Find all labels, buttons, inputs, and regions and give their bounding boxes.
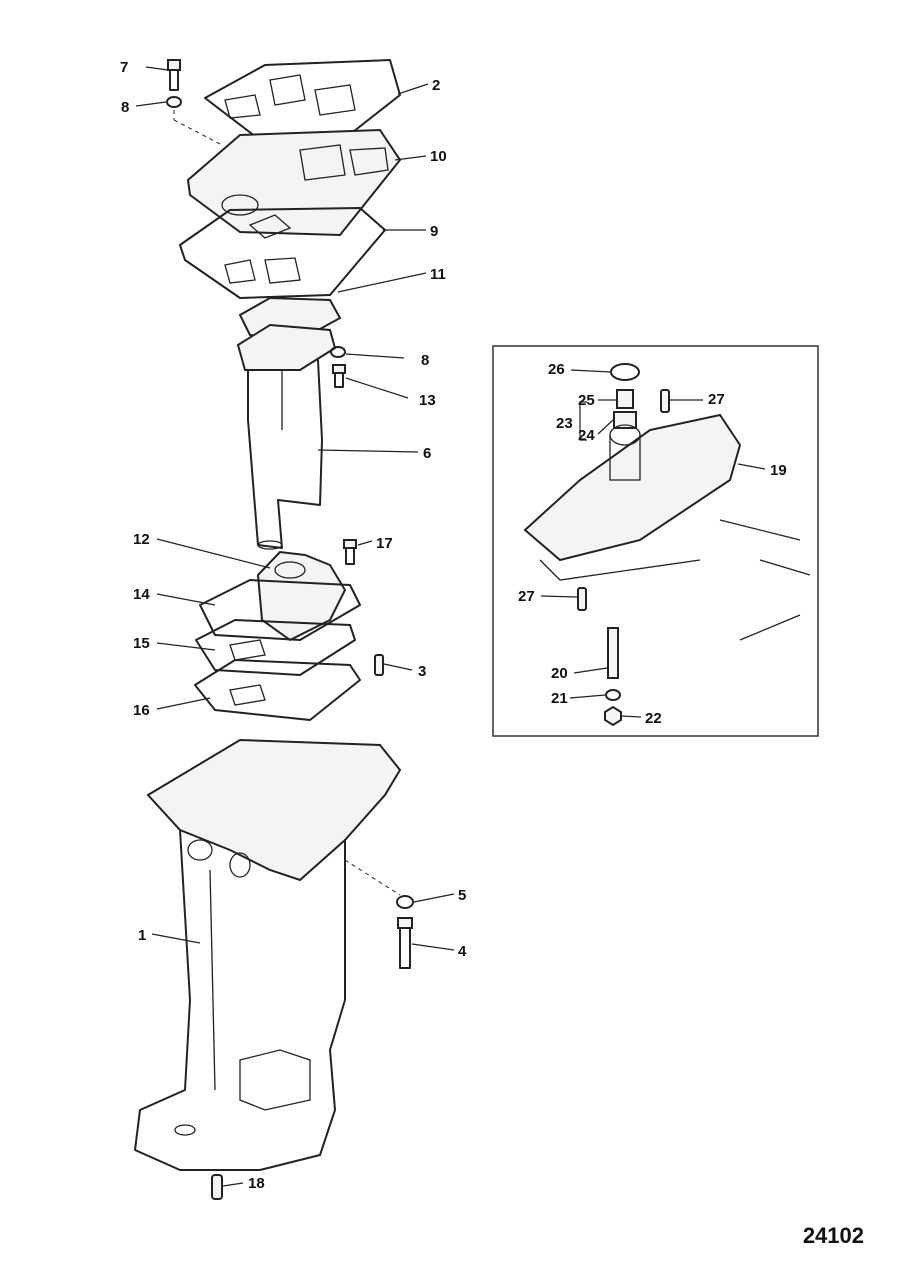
callout-12: 12 [133,531,150,548]
part-25-bushing [616,389,634,409]
inset-box [492,345,819,737]
callout-10: 10 [430,148,447,165]
part-14-plate [199,579,361,641]
part-26-ring [610,363,640,381]
callout-5: 5 [458,887,466,904]
callout-9: 9 [430,223,438,240]
callout-25: 25 [578,392,595,409]
callout-20: 20 [551,665,568,682]
part-4-bolt [397,917,413,969]
callout-22: 22 [645,710,662,727]
callout-16: 16 [133,702,150,719]
part-13-screw [332,364,346,388]
part-6-exhaust-tube [236,323,337,550]
callout-8: 8 [421,352,429,369]
diagram-id: 24102 [802,1223,864,1248]
callout-13: 13 [419,392,436,409]
part-22-nut [604,705,622,727]
leader-lines [135,66,766,1187]
callout-27: 27 [518,588,535,605]
part-7-bolt [167,59,181,91]
callout-15: 15 [133,635,150,652]
part-16-gasket [194,659,361,721]
part-19-plate [523,413,742,581]
part-8-washer [330,346,346,358]
part-18-pin [211,1174,223,1200]
callout-8: 8 [121,99,129,116]
callout-11: 11 [430,266,446,283]
callout-21: 21 [551,690,568,707]
callout-18: 18 [248,1175,265,1192]
callout-1: 1 [138,927,146,944]
callout-7: 7 [120,59,128,76]
part-20-stud [607,627,619,679]
part-15-gasket [195,619,356,676]
part-9-gasket [179,207,386,299]
callout-19: 19 [770,462,787,479]
callout-26: 26 [548,361,565,378]
callout-4: 4 [458,943,467,960]
callout-17: 17 [376,535,393,552]
part-12-mount [256,550,347,642]
part-1-driveshaft-housing [134,738,402,1171]
part-5-washer [396,895,414,909]
callout-23: 23 [556,415,573,432]
part-17-bolt [343,539,357,565]
callout-2: 2 [432,77,440,94]
callout-14: 14 [133,586,150,603]
part-27-pin-top [660,389,670,413]
callout-3: 3 [418,663,426,680]
part-24-bushing [613,411,637,429]
part-21-washer [605,689,621,701]
part-10-adapter-plate [186,128,402,239]
part-8-washer-top [166,96,182,108]
part-27-pin-bottom [577,587,587,611]
callout-6: 6 [423,445,431,462]
part-3-dowel [374,654,384,676]
callout-24: 24 [578,427,595,444]
callout-27: 27 [708,391,725,408]
